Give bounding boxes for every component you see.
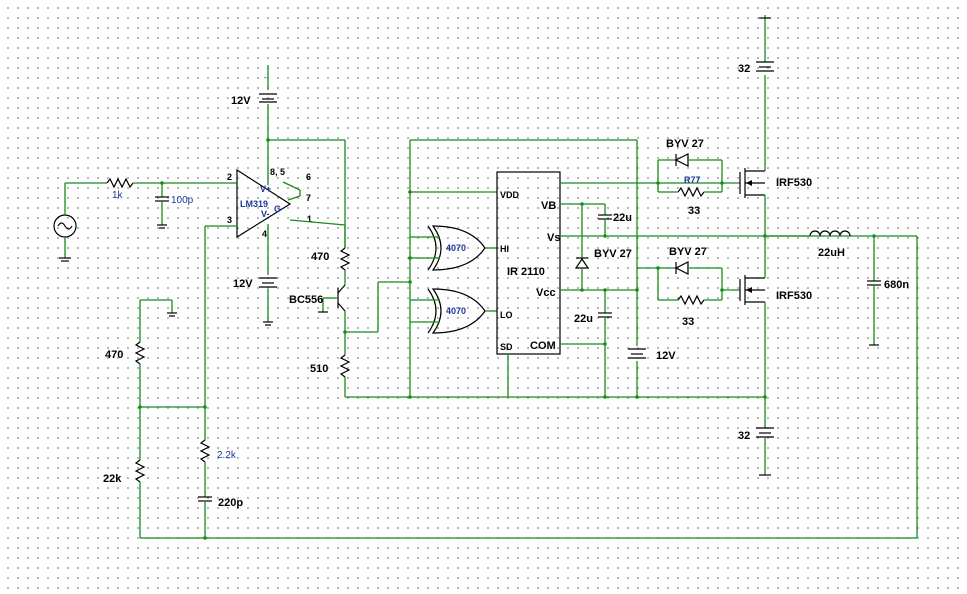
pin-sd: SD	[500, 342, 513, 352]
pin-6: 6	[306, 172, 311, 182]
mosfet-high-label: IRF530	[776, 177, 812, 189]
feedback-capacitor-label: 220p	[218, 497, 243, 509]
vcc-capacitor-label: 22u	[574, 313, 593, 325]
xor-gate-lower	[427, 288, 486, 334]
divider-top-label: 470	[105, 349, 123, 361]
battery-top-label: 12V	[231, 95, 251, 107]
driver-ic	[496, 171, 561, 355]
output-capacitor-label: 680n	[884, 279, 909, 291]
xor-gate-lower-label: 4070	[446, 306, 466, 316]
pin-vb: VB	[541, 200, 556, 212]
pin-g: G	[274, 204, 281, 214]
xor-gate-upper-label: 4070	[446, 243, 466, 253]
bootstrap-diode-label: BYV 27	[594, 248, 632, 260]
xor-gate-upper	[427, 225, 486, 271]
inductor-label: 22uH	[818, 247, 845, 259]
pin-vdd: VDD	[500, 190, 520, 200]
pullup-resistor-label: 470	[311, 251, 329, 263]
high-resistor-name: R77	[684, 175, 701, 185]
svg-text:-: -	[264, 73, 267, 82]
low-diode-label: BYV 27	[669, 246, 707, 258]
mosfet-high	[739, 168, 765, 198]
pin-vcc: Vcc	[536, 287, 556, 299]
pin-com: COM	[530, 340, 556, 352]
pin-vminus: V-	[261, 209, 270, 219]
pin-hi: HI	[500, 244, 509, 254]
bootstrap-capacitor-label: 22u	[613, 212, 632, 224]
rail-bottom-label: 32	[738, 430, 750, 442]
pin-2: 2	[227, 172, 232, 182]
low-resistor-label: 33	[682, 316, 694, 328]
pin-4: 4	[262, 229, 267, 239]
pin-1: 1	[307, 214, 312, 224]
input-capacitor	[155, 183, 169, 229]
feedback-resistor-label: 2.2k	[217, 450, 237, 461]
input-capacitor-label: 100p	[171, 195, 194, 206]
input-resistor	[106, 177, 134, 189]
mosfet-low-label: IRF530	[776, 290, 812, 302]
high-resistor-label: 33	[688, 205, 700, 217]
battery-top	[259, 93, 277, 103]
divider-bottom-label: 22k	[103, 473, 122, 485]
battery-bottom	[259, 277, 277, 288]
transistor-bc556	[337, 284, 346, 312]
pin-vs: Vs	[547, 232, 560, 244]
pin-7: 7	[306, 193, 311, 203]
pin-vplus: V+	[260, 184, 271, 194]
ac-source	[53, 183, 77, 262]
output-inductor	[809, 230, 851, 237]
pin-lo: LO	[500, 310, 513, 320]
mosfet-low	[739, 275, 765, 305]
transistor-label: BC556	[289, 294, 323, 306]
pin-8-5: 8, 5	[270, 167, 285, 177]
pin-3: 3	[227, 215, 232, 225]
comparator	[236, 168, 292, 239]
battery-bottom-label: 12V	[233, 278, 253, 290]
emitter-resistor-label: 510	[310, 363, 328, 375]
driver-battery-label: 12V	[656, 350, 676, 362]
driver-label: IR 2110	[507, 266, 545, 278]
rail-top-label: 32	[738, 63, 750, 75]
input-resistor-label: 1k	[112, 190, 124, 201]
high-diode-label: BYV 27	[666, 138, 704, 150]
comparator-label: LM319	[240, 199, 268, 209]
